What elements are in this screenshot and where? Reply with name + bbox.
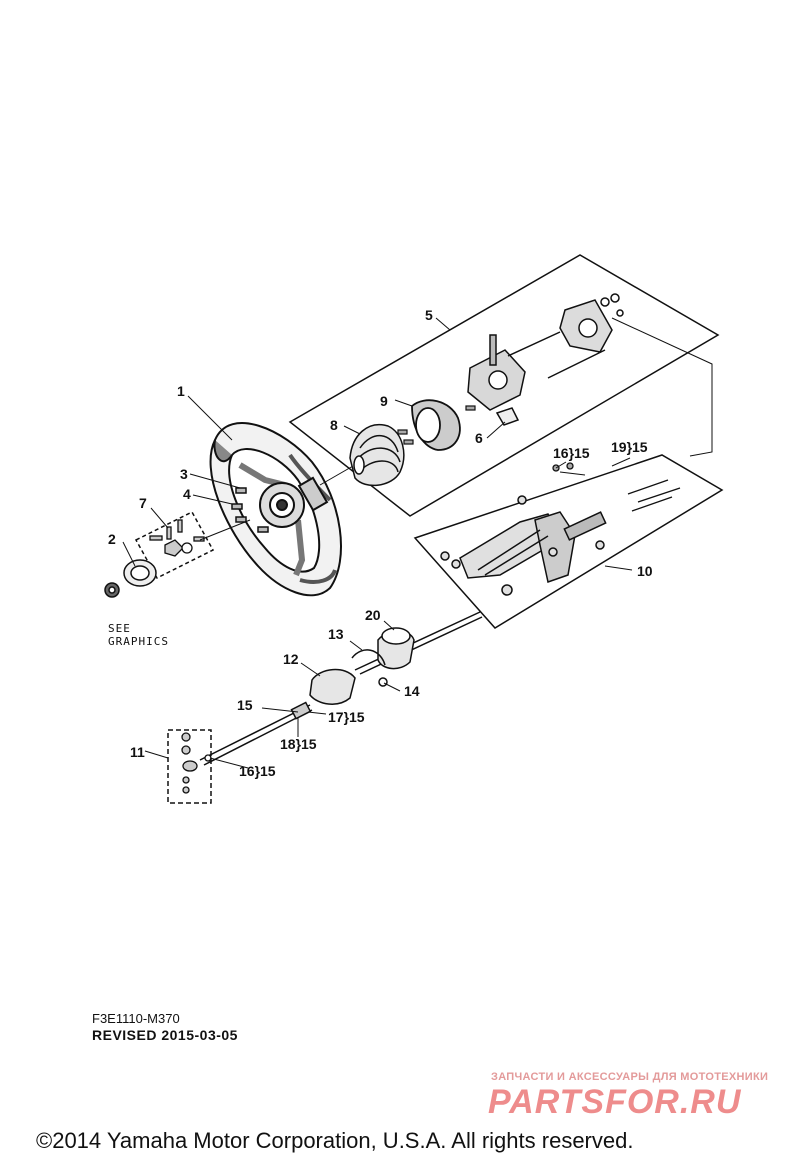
connector-line: [611, 317, 713, 457]
copyright-notice: ©2014 Yamaha Motor Corporation, U.S.A. A…: [36, 1128, 634, 1153]
label-part-4: 4: [183, 486, 191, 502]
bellows-boot: [349, 424, 405, 487]
label-ref-18-15: 18}15: [280, 736, 317, 752]
wheel-screws: [231, 487, 269, 533]
label-part-14: 14: [404, 683, 420, 699]
label-ref-19-15: 19}15: [611, 439, 648, 455]
collar-ring: [411, 399, 461, 451]
hub-cap: [104, 559, 157, 598]
revision-date: REVISED 2015-03-05: [92, 1027, 238, 1043]
nut-washer-bolts: [149, 519, 205, 557]
label-part-7: 7: [139, 495, 147, 511]
label-part-9: 9: [380, 393, 388, 409]
bracket-bolts: [552, 462, 681, 512]
label-part-2: 2: [108, 531, 116, 547]
label-part-12: 12: [283, 651, 299, 667]
leader-lines: [122, 317, 633, 769]
see-graphics-note: SEE GRAPHICS: [108, 622, 169, 648]
label-part-20: 20: [365, 607, 381, 623]
label-part-11: 11: [130, 744, 145, 760]
label-ref-16-15-top: 16}15: [553, 445, 590, 461]
cable-boots: [309, 627, 415, 705]
watermark-tagline: ЗАПЧАСТИ И АКСЕССУАРЫ ДЛЯ МОТОТЕХНИКИ: [491, 1071, 769, 1083]
label-part-10: 10: [637, 563, 653, 579]
part-labels: 1 3 4 7 2 5 9 8 6 16}15 19}15 10 20 13 1…: [108, 307, 653, 779]
label-part-6: 6: [475, 430, 483, 446]
label-part-1: 1: [177, 383, 185, 399]
assembly-11-dashed-box: [167, 729, 212, 804]
tilt-mechanism: [467, 331, 606, 426]
assembly-10-frame: [413, 454, 724, 629]
label-ref-17-15: 17}15: [328, 709, 365, 725]
cable-end-fitting: [181, 732, 212, 794]
document-code: F3E1110-M370: [92, 1011, 180, 1026]
label-part-15: 15: [237, 697, 253, 713]
steering-wheel: [209, 422, 342, 597]
label-part-8: 8: [330, 417, 338, 433]
mount-bracket: [440, 495, 607, 596]
label-ref-16-15-bottom: 16}15: [239, 763, 276, 779]
label-part-3: 3: [180, 466, 188, 482]
watermark-logo: PARTSFOR.RU: [488, 1083, 742, 1121]
label-part-13: 13: [328, 626, 344, 642]
column-flange: [559, 293, 624, 353]
label-part-5: 5: [425, 307, 433, 323]
small-screws: [397, 405, 476, 445]
